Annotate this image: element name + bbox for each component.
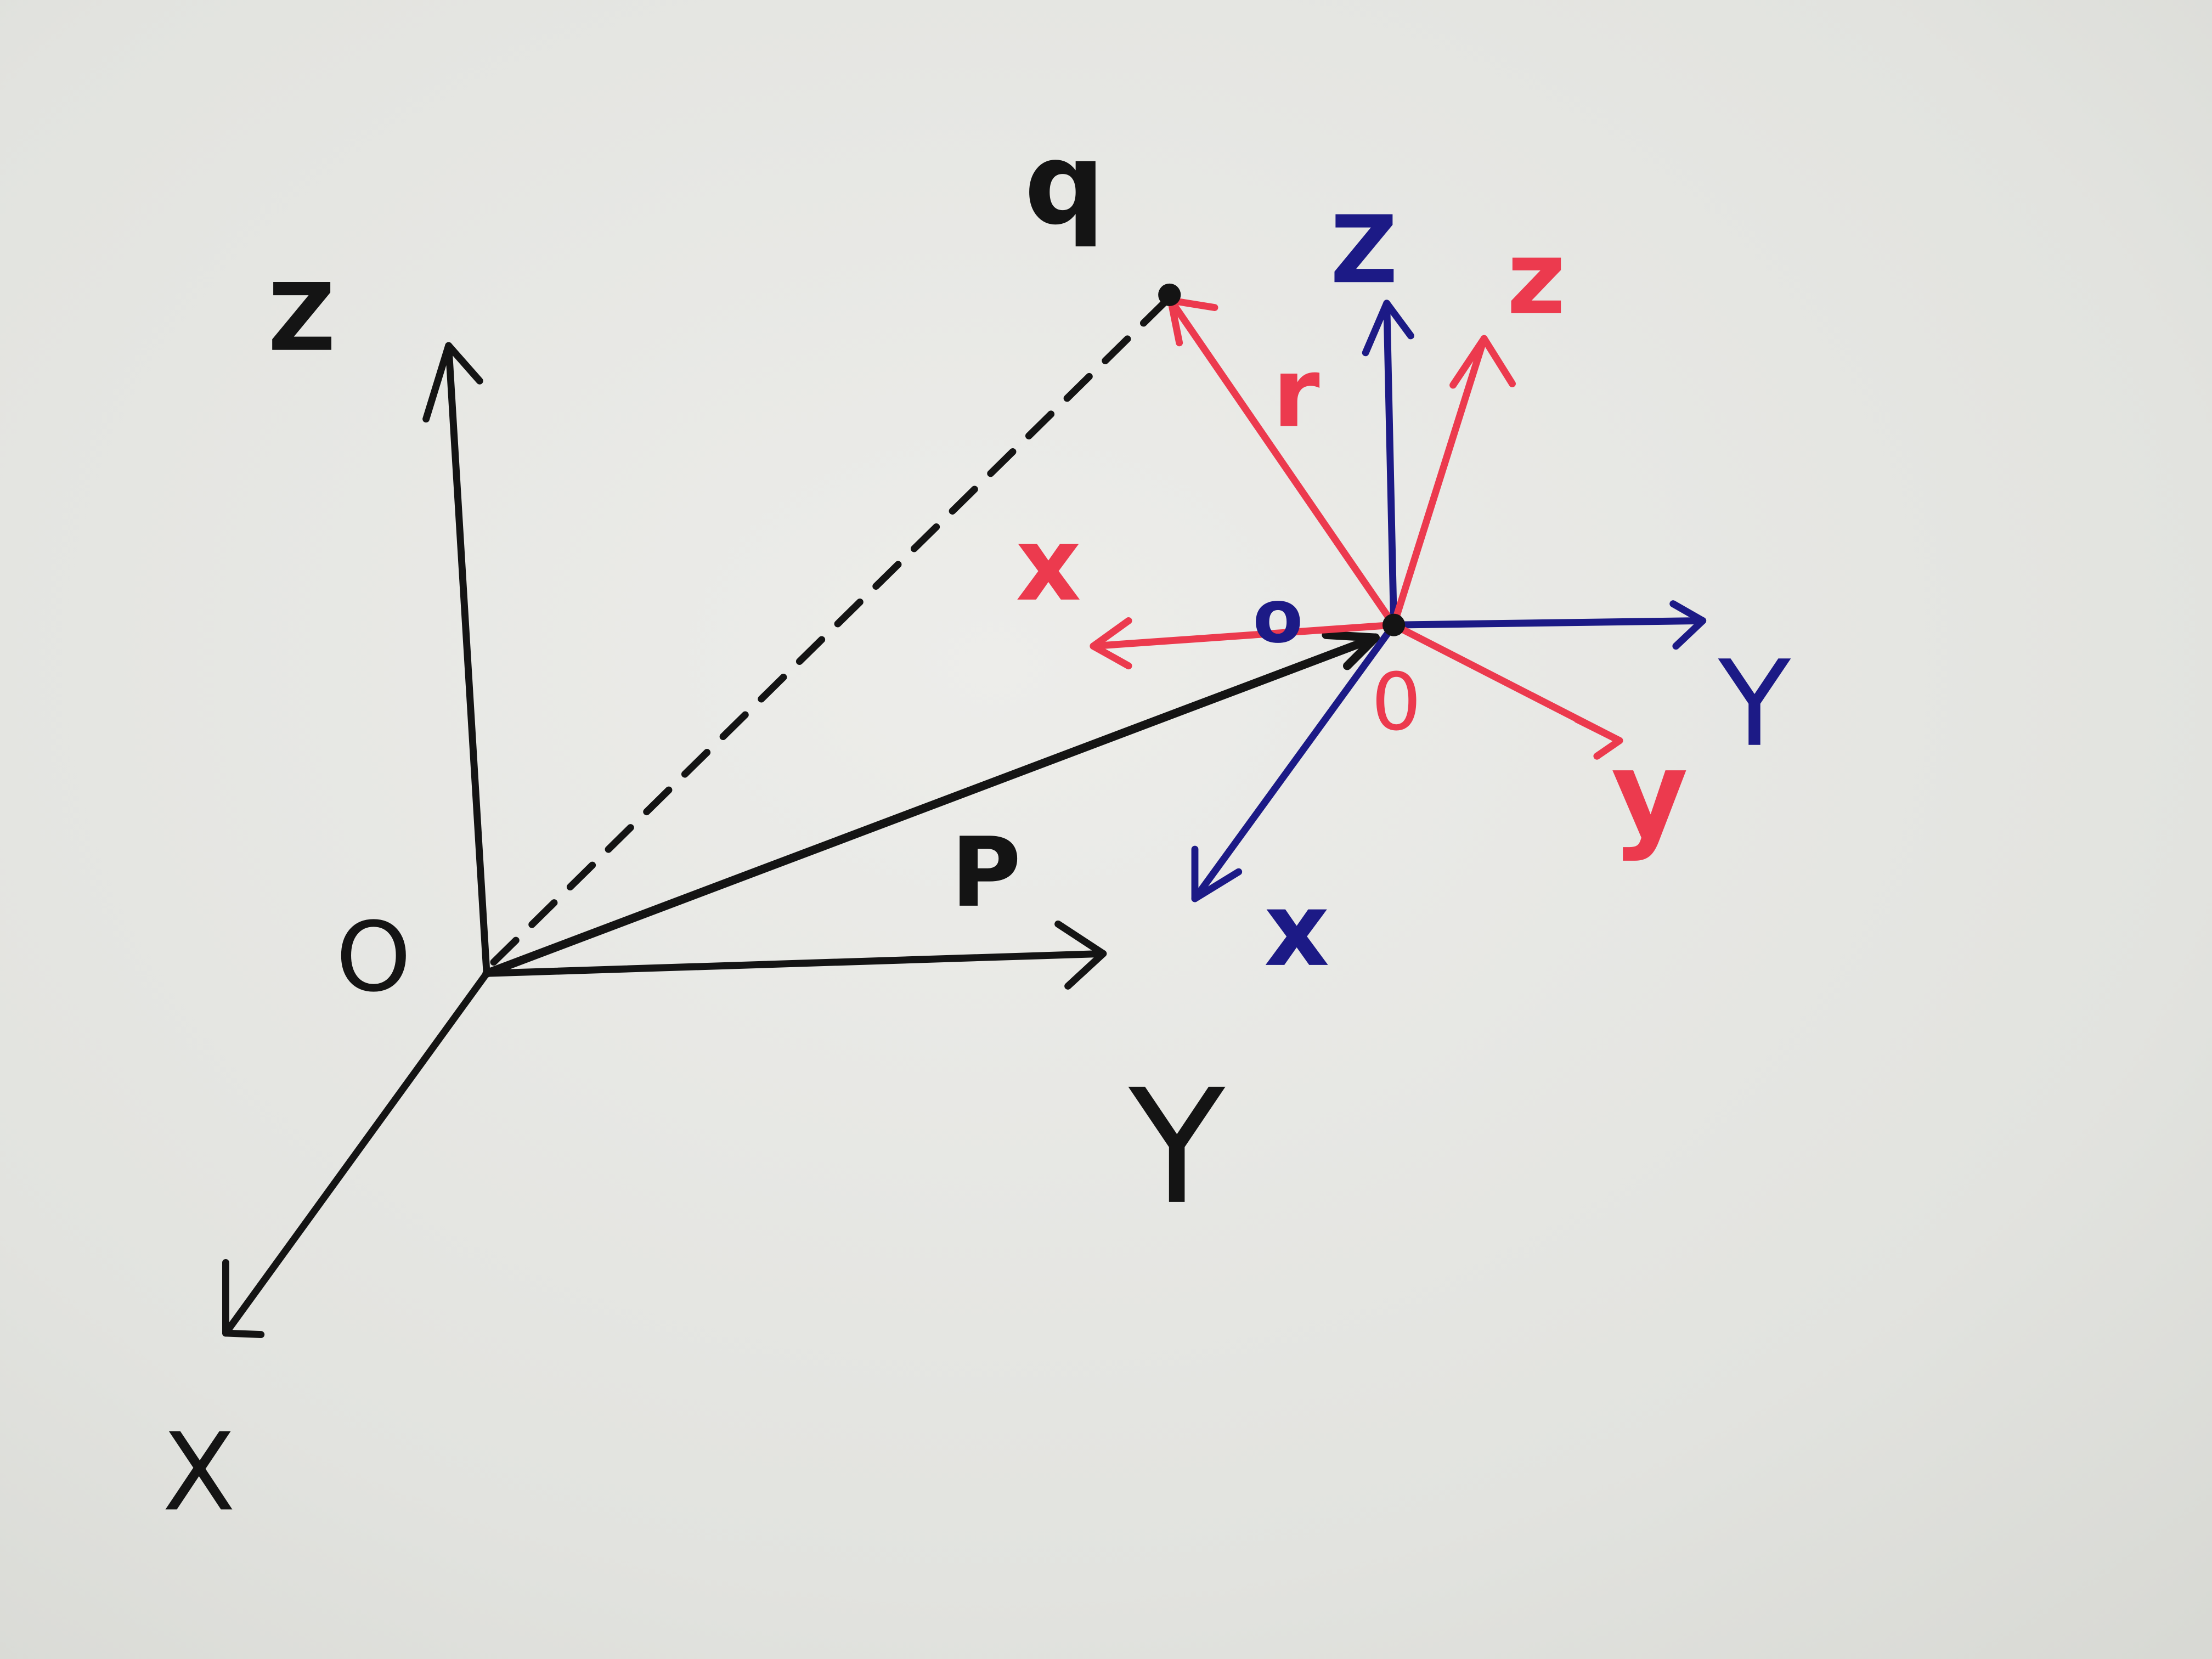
- blue-y-axis: [1390, 617, 1707, 629]
- world-y-arrowhead: [1054, 920, 1107, 990]
- label-red-origin: 0: [1371, 656, 1421, 748]
- label-blue-origin: o: [1252, 574, 1303, 659]
- red-x-axis: [1090, 621, 1398, 650]
- vector-p-arrowhead: [1322, 630, 1380, 670]
- dashed-line-origin-to-q: [490, 290, 1177, 966]
- red-x-arrowhead: [1090, 617, 1132, 670]
- red-frame: [1090, 297, 1623, 760]
- label-world-origin: O: [336, 902, 411, 1013]
- world-z-axis: [445, 342, 490, 977]
- label-vector-r: r: [1272, 338, 1319, 449]
- red-z-axis: [1390, 335, 1488, 629]
- label-blue-z: Z: [1330, 196, 1398, 304]
- label-red-z: z: [1506, 219, 1566, 337]
- blue-z-axis: [1383, 300, 1398, 629]
- label-vector-p: P: [951, 817, 1021, 929]
- world-y-axis: [483, 950, 1107, 977]
- point-q: [1158, 283, 1181, 306]
- label-blue-y: Y: [1718, 635, 1791, 773]
- label-blue-x: x: [1264, 871, 1329, 989]
- vector-p-line: [482, 633, 1380, 978]
- red-z-arrowhead: [1449, 335, 1516, 389]
- world-x-arrowhead: [222, 1259, 265, 1339]
- world-x-axis: [222, 969, 490, 1337]
- blue-z-arrowhead: [1362, 300, 1414, 357]
- label-red-x: x: [1015, 505, 1081, 624]
- label-world-x: X: [162, 1410, 236, 1535]
- world-z-arrowhead: [422, 342, 483, 423]
- label-world-z: Z: [268, 264, 336, 373]
- blue-x-axis: [1191, 621, 1398, 902]
- local-origin-point: [1383, 613, 1406, 636]
- blue-y-arrowhead: [1669, 600, 1707, 650]
- label-world-y: Y: [1126, 1056, 1228, 1239]
- world-frame: [222, 290, 1380, 1339]
- blue-frame: [1191, 300, 1707, 902]
- label-q: q: [1024, 118, 1105, 250]
- blue-x-arrowhead: [1191, 845, 1243, 902]
- label-red-y: y: [1611, 725, 1689, 863]
- vector-r-line: [1167, 297, 1398, 629]
- red-y-arrowhead: [1573, 716, 1623, 760]
